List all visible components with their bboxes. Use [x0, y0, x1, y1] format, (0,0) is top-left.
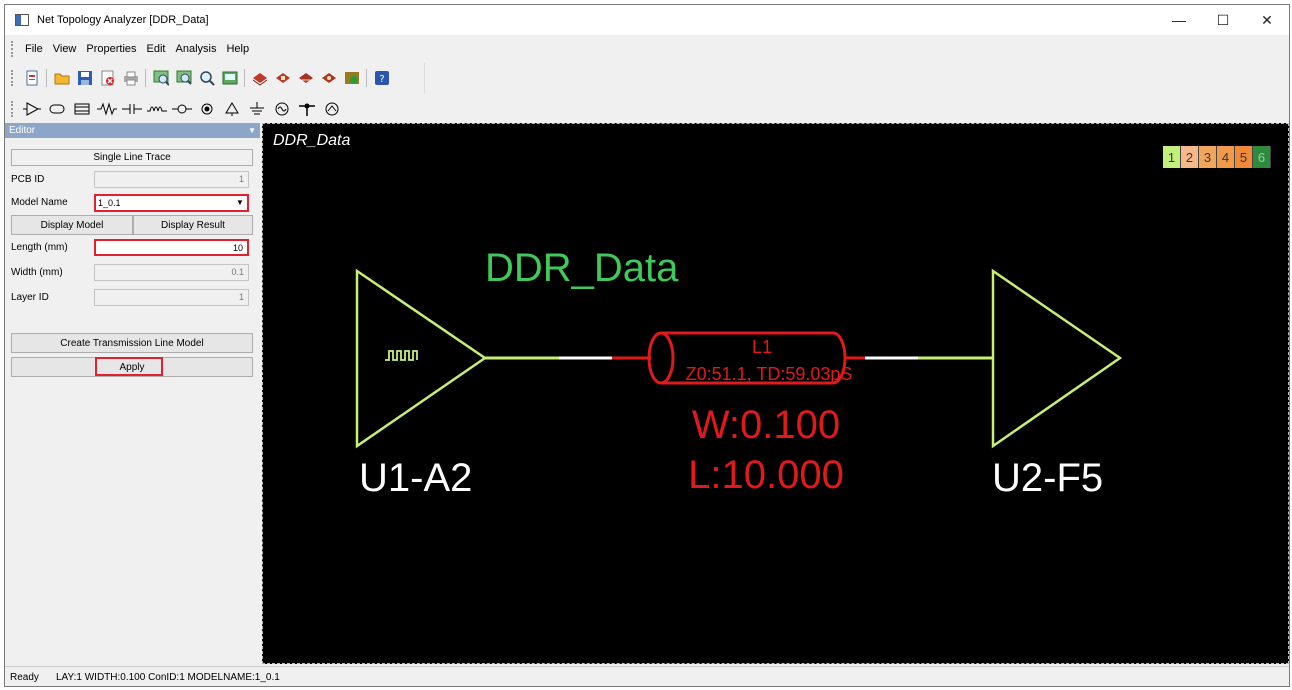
close-icon[interactable] [99, 69, 117, 87]
layer-5[interactable]: 5 [1235, 146, 1253, 168]
terminal-icon[interactable] [222, 100, 243, 118]
close-button[interactable]: ✕ [1261, 11, 1273, 28]
layer-selector: 1 2 3 4 5 6 [1163, 146, 1271, 168]
layer-stack-icon-1[interactable] [251, 69, 269, 87]
canvas-title: DDR_Data [273, 132, 351, 149]
pcb-id-label: PCB ID [11, 174, 45, 185]
transmission-line[interactable] [647, 331, 847, 385]
status-ready: Ready [10, 671, 39, 683]
model-name-label: Model Name [11, 197, 68, 208]
toolbar-grip [11, 101, 14, 117]
schematic-drawing: DDR_Data L1 Z0:51.1, TD:59.03pS W:0.100 … [355, 246, 1123, 500]
component-toolbar [5, 95, 345, 123]
driver-buffer[interactable] [355, 268, 488, 449]
zoom-icon[interactable] [198, 69, 216, 87]
testpoint-icon[interactable] [297, 100, 318, 118]
status-info: LAY:1 WIDTH:0.100 ConID:1 MODELNAME:1_0.… [56, 671, 280, 683]
main-toolbar: ? [5, 63, 425, 93]
length-label: Length (mm) [11, 242, 68, 253]
status-bar: Ready LAY:1 WIDTH:0.100 ConID:1 MODELNAM… [5, 666, 1289, 687]
title-bar: Net Topology Analyzer [DDR_Data] — ☐ ✕ [5, 5, 1289, 35]
menu-view[interactable]: View [52, 43, 77, 55]
width-field: 0.1 [94, 264, 249, 281]
width-text: W:0.100 [692, 403, 840, 447]
toolbar-separator [46, 69, 47, 87]
line-name: L1 [752, 337, 772, 357]
layer-1[interactable]: 1 [1163, 146, 1181, 168]
menu-grip [11, 41, 14, 57]
model-name-select[interactable]: 1_0.1 ▼ [94, 194, 249, 212]
minimize-button[interactable]: — [1172, 12, 1186, 28]
connector-icon[interactable] [72, 100, 93, 118]
via-icon[interactable] [172, 100, 193, 118]
schematic-canvas[interactable]: DDR_Data 1 2 3 4 5 6 DDR_Data [262, 123, 1289, 664]
zoom-fit-icon[interactable] [152, 69, 170, 87]
layer-id-label: Layer ID [11, 292, 49, 303]
resistor-icon[interactable] [97, 100, 118, 118]
display-model-button[interactable]: Display Model [11, 215, 133, 235]
menu-properties[interactable]: Properties [86, 43, 137, 55]
chevron-down-icon[interactable]: ▼ [236, 198, 244, 207]
layer-4[interactable]: 4 [1217, 146, 1235, 168]
window-title: Net Topology Analyzer [DDR_Data] [37, 14, 209, 26]
layer-id-field: 1 [94, 289, 249, 306]
source-icon[interactable] [272, 100, 293, 118]
driver-label: U1-A2 [359, 456, 472, 500]
toolbar-grip [11, 70, 14, 86]
ground-icon[interactable] [247, 100, 268, 118]
menu-analysis[interactable]: Analysis [175, 43, 217, 55]
help-icon[interactable]: ? [373, 69, 391, 87]
create-tline-button[interactable]: Create Transmission Line Model [11, 333, 253, 353]
width-label: Width (mm) [11, 267, 63, 278]
layer-3[interactable]: 3 [1199, 146, 1217, 168]
receiver-label: U2-F5 [992, 456, 1103, 500]
menu-bar: File View Properties Edit Analysis Help [5, 38, 1289, 60]
app-window: Net Topology Analyzer [DDR_Data] — ☐ ✕ F… [4, 4, 1290, 687]
open-icon[interactable] [53, 69, 71, 87]
editor-panel: Editor ▼ Single Line Trace PCB ID 1 Mode… [5, 123, 260, 664]
toolbar-separator [145, 69, 146, 87]
display-result-button[interactable]: Display Result [133, 215, 253, 235]
toolbar-separator [244, 69, 245, 87]
app-icon [15, 14, 29, 26]
menu-file[interactable]: File [25, 43, 43, 55]
line-icon[interactable] [47, 100, 68, 118]
maximize-button[interactable]: ☐ [1216, 11, 1230, 28]
meter-icon[interactable] [322, 100, 343, 118]
apply-highlight [95, 357, 163, 376]
length-input[interactable]: 10 [94, 239, 249, 256]
receiver-buffer[interactable] [991, 268, 1123, 449]
layer-6[interactable]: 6 [1253, 146, 1271, 168]
inductor-icon[interactable] [147, 100, 168, 118]
layer-2[interactable]: 2 [1181, 146, 1199, 168]
line-params: Z0:51.1, TD:59.03pS [686, 364, 853, 384]
menu-help[interactable]: Help [226, 43, 250, 55]
net-label: DDR_Data [485, 246, 679, 290]
collapse-icon[interactable]: ▼ [248, 126, 256, 135]
pcb-id-field: 1 [94, 171, 249, 188]
print-icon[interactable] [122, 69, 140, 87]
zoom-area-icon[interactable] [175, 69, 193, 87]
capacitor-icon[interactable] [122, 100, 143, 118]
probe-icon[interactable] [197, 100, 218, 118]
menu-edit[interactable]: Edit [146, 43, 166, 55]
layer-stack-icon-4[interactable] [320, 69, 338, 87]
buffer-icon[interactable] [22, 100, 43, 118]
pulse-icon [385, 350, 418, 361]
layer-settings-icon[interactable] [343, 69, 361, 87]
editor-title: Editor [9, 125, 36, 136]
length-text: L:10.000 [688, 453, 844, 497]
layer-stack-icon-2[interactable] [274, 69, 292, 87]
layer-stack-icon-3[interactable] [297, 69, 315, 87]
section-title: Single Line Trace [11, 149, 253, 166]
svg-text:?: ? [379, 74, 384, 85]
toolbar-separator [366, 69, 367, 87]
new-icon[interactable] [23, 69, 41, 87]
editor-header: Editor ▼ [5, 123, 260, 138]
model-name-value: 1_0.1 [98, 198, 121, 208]
save-icon[interactable] [76, 69, 94, 87]
image-icon[interactable] [221, 69, 239, 87]
